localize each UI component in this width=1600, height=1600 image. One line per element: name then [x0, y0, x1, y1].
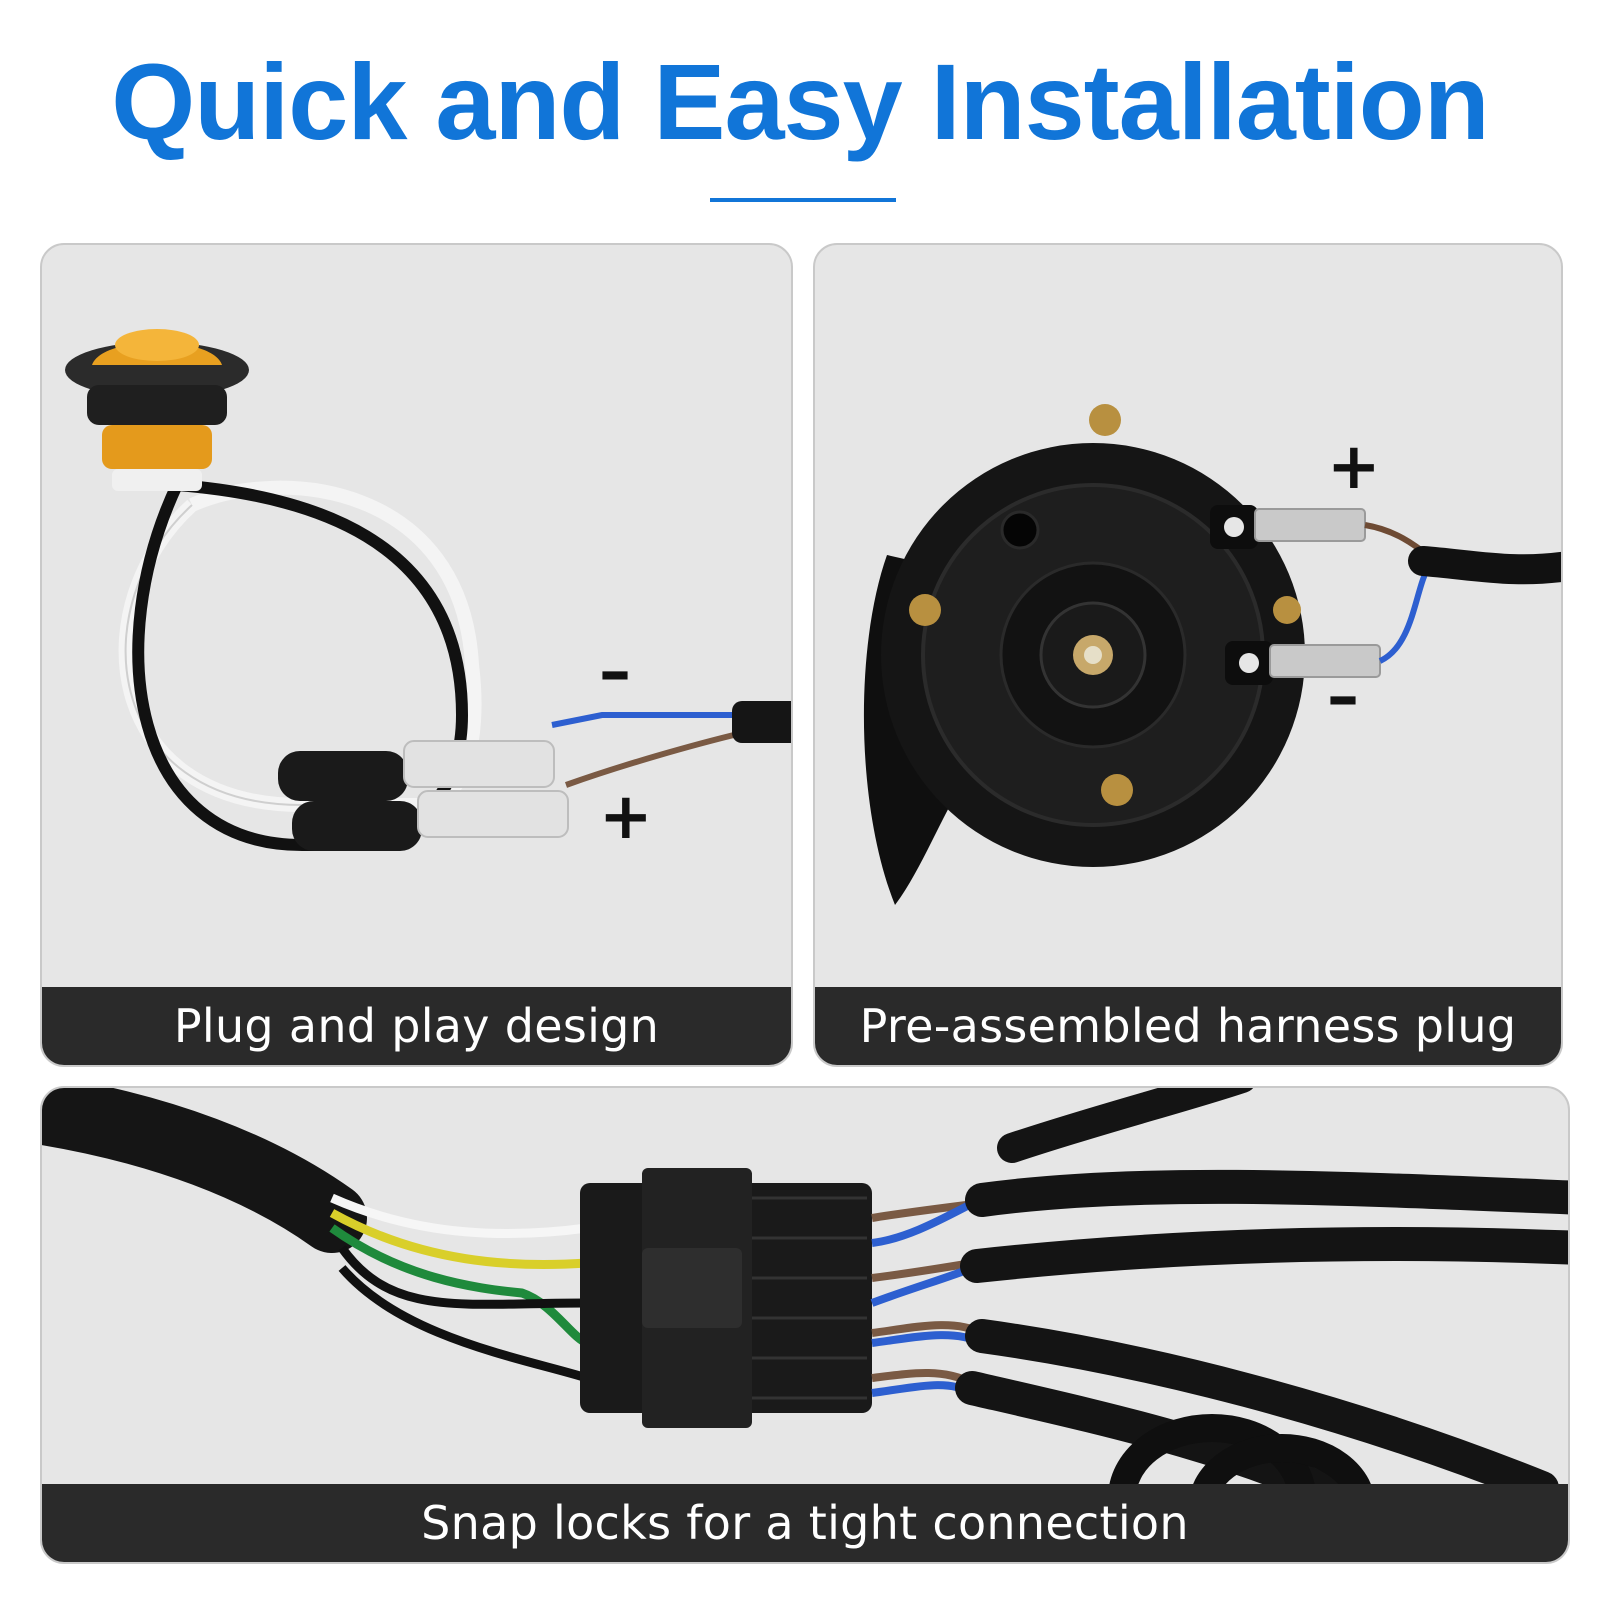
caption-harness-plug: Pre-assembled harness plug	[859, 999, 1517, 1053]
caption-bar: Plug and play design	[42, 987, 791, 1065]
amber-light-wiring-image	[65, 329, 791, 851]
caption-snap-locks: Snap locks for a tight connection	[421, 1496, 1189, 1550]
panel-plug-and-play: – + Plug and play design	[40, 243, 793, 1067]
caption-plug-and-play: Plug and play design	[173, 999, 660, 1053]
caption-bar: Pre-assembled harness plug	[815, 987, 1561, 1065]
horn-image	[863, 404, 1561, 905]
minus-label: –	[599, 635, 631, 709]
title-underline	[710, 198, 896, 202]
connector-harness-image	[42, 1088, 1568, 1562]
page-title: Quick and Easy Installation	[111, 41, 1489, 162]
panel-harness-plug: + – Pre-assembled harness plug	[813, 243, 1563, 1067]
plus-label: +	[1327, 430, 1381, 504]
caption-bar: Snap locks for a tight connection	[42, 1484, 1568, 1562]
plus-label: +	[599, 780, 653, 854]
panel-snap-locks: Snap locks for a tight connection	[40, 1086, 1570, 1564]
minus-label: –	[1327, 660, 1359, 734]
